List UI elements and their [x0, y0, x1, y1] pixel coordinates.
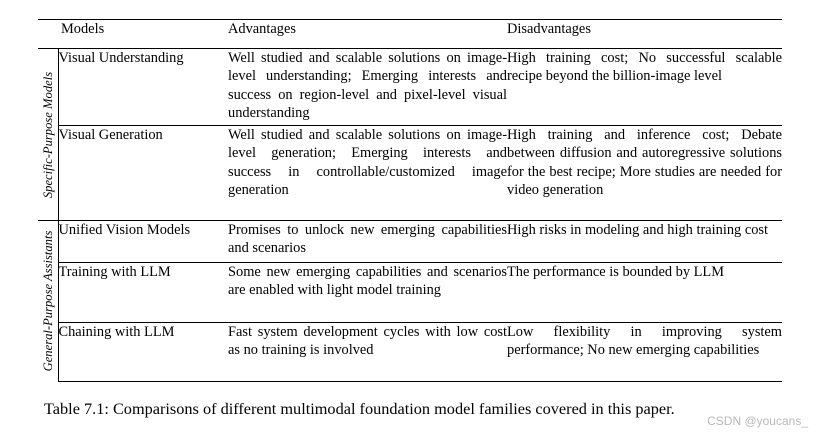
model-name: Visual Generation: [58, 125, 228, 221]
table-row: Visual Generation Well studied and scala…: [38, 125, 782, 221]
group-label-general: General-Purpose Assistants: [40, 230, 55, 372]
model-name: Training with LLM: [58, 262, 228, 323]
disadvantages-cell: High risks in modeling and high training…: [507, 220, 782, 263]
model-name: Visual Understanding: [58, 50, 184, 66]
table-row: General-Purpose Assistants Unified Visio…: [38, 220, 782, 382]
table-row: Training with LLM Some new emerging capa…: [38, 262, 782, 323]
header-disadvantages: Disadvantages: [507, 19, 782, 49]
advantages-cell: Well studied and scalable solutions on i…: [228, 125, 507, 221]
header-advantages: Advantages: [228, 19, 507, 49]
advantages-cell: Promises to unlock new emerging capabili…: [228, 220, 507, 263]
table-row: Chaining with LLM Fast system developmen…: [38, 322, 782, 382]
group-label-specific: Specific-Purpose Models: [40, 71, 55, 198]
watermark: CSDN @youcans_: [707, 414, 808, 428]
disadvantages-cell: The performance is bounded by LLM: [507, 262, 782, 323]
model-name: Unified Vision Models: [58, 220, 228, 263]
header-group-spacer: [38, 19, 58, 49]
table-row: Specific-Purpose Models Visual Understan…: [38, 48, 782, 221]
disadvantages-cell: High training cost; No successful scalab…: [507, 50, 782, 85]
disadvantages-cell: Low flexibility in improving system perf…: [507, 322, 782, 382]
model-name: Chaining with LLM: [58, 322, 228, 382]
table-header-row: Models Advantages Disadvantages: [38, 19, 782, 49]
group-label-cell: Specific-Purpose Models: [38, 48, 59, 221]
group-label-cell: General-Purpose Assistants: [38, 220, 59, 382]
header-models: Models: [58, 19, 228, 49]
comparison-table-container: Models Advantages Disadvantages Specific…: [38, 19, 782, 382]
advantages-cell: Fast system development cycles with low …: [228, 322, 507, 382]
advantages-cell: Well studied and scalable solutions on i…: [228, 50, 507, 121]
advantages-cell: Some new emerging capabilities and scena…: [228, 262, 507, 323]
table-caption: Table 7.1: Comparisons of different mult…: [44, 399, 675, 418]
comparison-table: Models Advantages Disadvantages Specific…: [38, 19, 782, 382]
disadvantages-cell: High training and inference cost; Debate…: [507, 125, 782, 221]
